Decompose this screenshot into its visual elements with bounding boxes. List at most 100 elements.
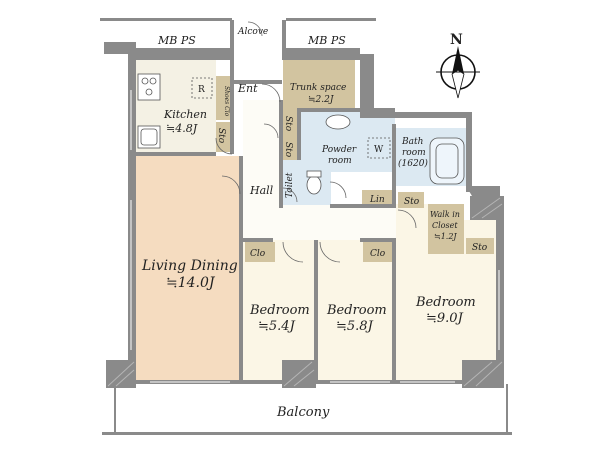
door-living <box>221 175 241 195</box>
wall-bath-east <box>466 112 472 192</box>
walk-in-closet-label-1: Walk in <box>430 210 460 219</box>
labels: MB PS MB PS Alcove N Ent Trunk space ≒2.… <box>141 27 488 420</box>
toilet-label: Toilet <box>285 172 295 198</box>
toilet-bowl-icon <box>306 175 322 195</box>
wall-trunk-top <box>282 54 360 60</box>
living-dining-floor <box>136 156 243 380</box>
bedroom2-size-label: ≒5.8J <box>336 319 374 334</box>
sto-kitchen-label: Sto <box>216 128 226 144</box>
sto-bath-label: Sto <box>404 197 420 207</box>
door-alcove <box>247 21 263 37</box>
wall-mbps-right <box>286 48 360 54</box>
refrigerator-icon <box>191 77 213 99</box>
balcony-label: Balcony <box>276 405 330 420</box>
sto-hall2-label: Sto <box>283 142 293 158</box>
stove-icon <box>137 73 161 101</box>
wall-toilet-west <box>297 112 301 160</box>
doors <box>215 21 417 263</box>
bedroom3-label: Bedroom <box>415 295 476 310</box>
north-label: N <box>450 32 463 48</box>
shoe-closet-floor <box>216 76 230 120</box>
sto-bath-floor <box>398 192 424 208</box>
clo-bedroom2-floor <box>363 242 393 262</box>
living-dining-label: Living Dining <box>141 258 238 274</box>
balcony-rail <box>102 432 512 435</box>
powder-room-label-2: room <box>328 156 352 166</box>
trunk-size-label: ≒2.2J <box>308 95 335 105</box>
bedroom1-size-label: ≒5.4J <box>258 319 296 334</box>
bedroom1-label: Bedroom <box>249 303 310 318</box>
wall-alcove-left <box>230 20 234 84</box>
kitchen-size-label: ≒4.8J <box>166 122 198 135</box>
refrigerator-label: R <box>198 85 205 95</box>
balcony-side-right <box>506 384 508 434</box>
bedroom2-floor <box>318 240 396 380</box>
column-ne <box>466 186 500 196</box>
bath-room-label-3: (1620) <box>398 158 428 169</box>
bedroom2-label: Bedroom <box>326 303 387 318</box>
door-powder <box>329 181 347 199</box>
clo-bedroom1-label: Clo <box>250 249 266 259</box>
wall-east <box>496 254 504 384</box>
door-toilet <box>282 187 298 203</box>
hall-label: Hall <box>249 184 274 197</box>
wall-west <box>128 54 136 384</box>
powder-room-label-1: Powder <box>321 145 357 155</box>
wall-living-east <box>239 156 243 384</box>
door-bed2 <box>319 241 341 263</box>
lin-floor <box>362 190 392 205</box>
wall-bed1-bed2 <box>314 240 318 384</box>
wall-powder-north <box>297 108 395 112</box>
bedroom1-floor <box>243 240 316 380</box>
door-bed1 <box>282 241 304 263</box>
wall-kitchen-top <box>136 54 230 60</box>
wall-bath-west <box>392 124 396 206</box>
bathtub-icon <box>429 137 465 185</box>
column-se <box>462 360 504 388</box>
door-trunk <box>263 123 279 139</box>
floor-fills <box>136 60 496 380</box>
walk-in-closet-floor <box>428 204 464 254</box>
alcove-label: Alcove <box>237 27 268 37</box>
living-dining-size-label: ≒14.0J <box>166 275 216 291</box>
sto-bedroom3-label: Sto <box>472 243 488 253</box>
sto-hall1-floor <box>283 110 297 140</box>
door-ent <box>261 83 281 103</box>
clo-bedroom2-label: Clo <box>370 249 386 259</box>
sto-hall2-floor <box>283 140 297 160</box>
balcony-side-left <box>114 388 116 434</box>
wall-top-right-edge <box>286 18 376 21</box>
wall-bed2-bed3 <box>392 238 396 384</box>
bath-room-label-2: room <box>402 148 426 158</box>
walk-in-closet-label-2: Closet <box>432 221 458 230</box>
wall-bed1-north <box>243 238 273 242</box>
wall-alcove-right <box>282 20 286 60</box>
washer-label: W <box>374 145 384 155</box>
basin-icon <box>325 114 351 130</box>
wall-hall-east <box>279 100 283 208</box>
mb-ps-left-label: MB PS <box>157 34 196 47</box>
sto-kitchen-floor <box>216 122 230 152</box>
hall-lower-floor <box>243 205 396 240</box>
wall-wet-bottom <box>330 204 396 208</box>
column-nw <box>104 42 136 80</box>
ent-label: Ent <box>237 82 258 95</box>
windows <box>130 90 500 383</box>
bath-room-label-1: Bath <box>401 137 423 147</box>
kitchen-sink-icon <box>137 125 161 149</box>
kitchen-label: Kitchen <box>163 108 207 121</box>
walls <box>100 18 512 435</box>
north-arrow-icon <box>436 46 480 99</box>
clo-bedroom1-floor <box>245 242 275 262</box>
wall-top-left-edge <box>100 18 232 21</box>
trunk-space-label: Trunk space <box>290 83 346 93</box>
washer-icon <box>367 137 391 159</box>
wall-hall-west <box>230 84 234 154</box>
column-hatching <box>107 197 503 387</box>
mb-ps-right-label: MB PS <box>307 34 346 47</box>
lin-label: Lin <box>369 195 385 205</box>
bedroom3-size-label: ≒9.0J <box>426 311 464 326</box>
door-bed3 <box>397 209 417 229</box>
sto-hall1-label: Sto <box>283 116 293 132</box>
